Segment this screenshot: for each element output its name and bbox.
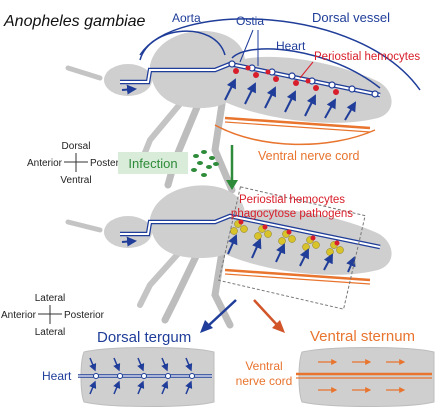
infection-label: Infection: [128, 156, 177, 171]
proboscis: [65, 219, 103, 233]
compass-right: Posterior: [64, 310, 105, 321]
ventral-sternum-label: Ventral sternum: [310, 328, 415, 345]
compass-right: Posterior: [90, 158, 131, 169]
zoom-region-box: [218, 186, 366, 310]
mosquito-top: [65, 18, 421, 194]
leg: [137, 243, 188, 308]
compass-dorsal-ventral: Dorsal Anterior Posterior Ventral: [27, 141, 131, 186]
pathogen-dots: [191, 150, 219, 177]
ostia-markers: [228, 60, 379, 98]
nerve-cord-bracket: [214, 124, 376, 146]
species-title: Anopheles gambiae: [3, 13, 146, 30]
leg: [211, 100, 236, 194]
vnc-label-line2: nerve cord: [236, 374, 293, 388]
leg: [211, 248, 234, 329]
hemolymph-flow-arrows: [121, 78, 357, 121]
mosquito-infected: [65, 185, 392, 329]
ostia-pointers: [239, 29, 259, 66]
dorsal-vessel-label: Dorsal vessel: [312, 10, 390, 25]
proboscis: [65, 65, 103, 81]
compass-lateral: Lateral Anterior Posterior Lateral: [1, 293, 105, 338]
ventral-nerve-cord-label: Ventral nerve cord: [258, 149, 359, 163]
hemolymph-flow-arrows: [121, 234, 356, 273]
hemocyte-pointer: [299, 61, 314, 79]
compass-down: Ventral: [60, 175, 91, 186]
compass-up: Lateral: [35, 293, 66, 304]
infection-box: [118, 152, 188, 174]
phagocytose-label-line1: Periostial hemocytes: [239, 194, 345, 206]
dorsal-branch-arrow: [207, 299, 237, 327]
compass-left: Anterior: [1, 310, 37, 321]
heart-label: Heart: [276, 39, 306, 53]
ventral-nerve-cord-line: [224, 116, 371, 130]
ostia-label: Ostia: [236, 14, 264, 28]
flow-arrows-ventral: [318, 359, 406, 393]
periostial-hemocytes-label: Periostial hemocytes: [314, 51, 420, 63]
dorsal-tergum-label: Dorsal tergum: [97, 329, 191, 346]
ventral-branch-arrow: [253, 299, 279, 327]
compass-up: Dorsal: [62, 141, 91, 152]
aorta-label: Aorta: [172, 11, 201, 25]
compass-left: Anterior: [27, 158, 63, 169]
ventral-sternum-panel: [296, 347, 435, 407]
compass-down: Lateral: [35, 327, 66, 338]
vnc-label-line1: Ventral: [245, 359, 282, 373]
dorsal-tergum-panel: [78, 347, 215, 407]
heart-label-small: Heart: [42, 369, 72, 383]
periostial-hemocyte-clusters: [233, 65, 339, 95]
hemocytes: [238, 219, 340, 246]
ostia-dorsal: [93, 373, 195, 379]
dorsal-vessel-bracket: [139, 18, 421, 91]
aorta-bracket: [139, 30, 226, 61]
phagocytose-label-line2: phagocytose pathogens: [231, 208, 353, 220]
ventral-nerve-cord-line: [224, 268, 371, 282]
leg: [161, 244, 204, 324]
flow-arrows-dorsal: [89, 357, 193, 395]
heart-bracket: [231, 48, 381, 89]
